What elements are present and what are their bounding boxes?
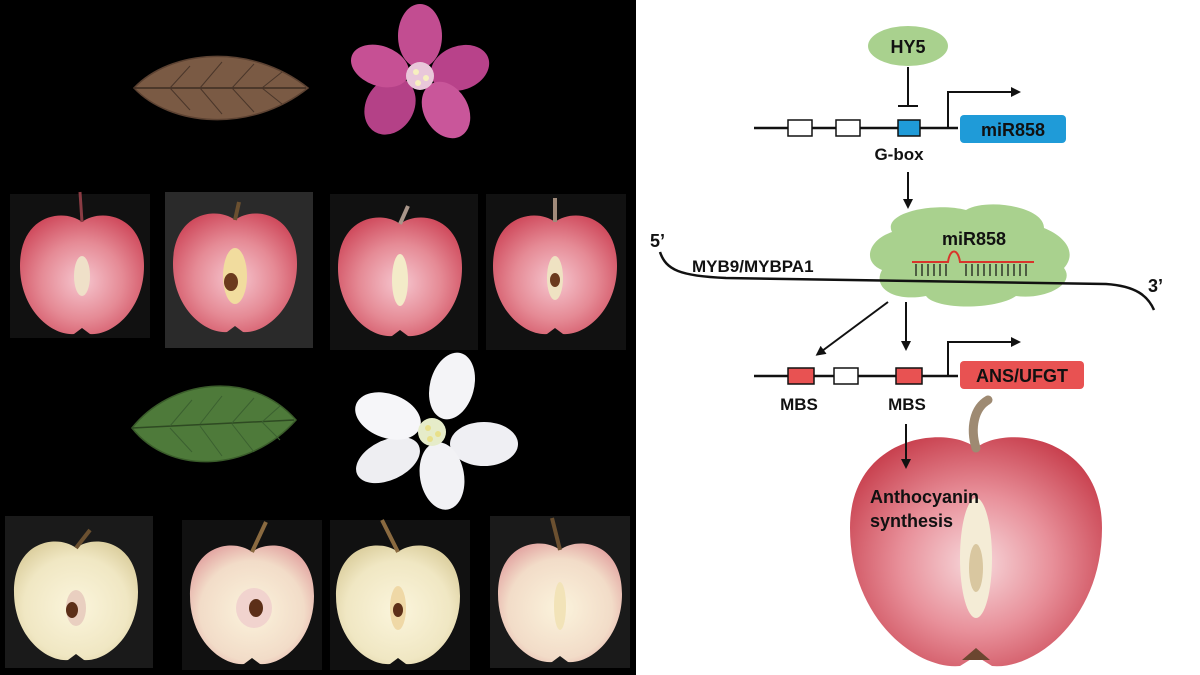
regulation-diagram: HY5 G-box miR858 miR858 5’ MYB9/MYBPA1 3… <box>650 26 1163 667</box>
promoter-box-2 <box>835 119 861 137</box>
mir858-gene-box <box>960 115 1066 143</box>
white-variety-flower <box>355 352 518 510</box>
five-prime-label: 5’ <box>650 231 665 251</box>
white-variety-leaf <box>131 385 298 463</box>
mbs-right-label: MBS <box>888 395 926 414</box>
base-pair-ticks <box>915 264 1027 276</box>
ans-ufgt-gene-box <box>960 361 1084 389</box>
target-transcription-arrow <box>947 337 1021 376</box>
mir858-transcription-arrow <box>947 87 1021 128</box>
red-variety-leaf <box>132 55 310 121</box>
complex-mir858-label: miR858 <box>942 229 1006 249</box>
ans-ufgt-label: ANS/UFGT <box>976 366 1068 386</box>
big-red-apple <box>850 395 1102 667</box>
arrow-to-mbs-left <box>815 301 889 356</box>
diagram-panel: HY5 G-box miR858 miR858 5’ MYB9/MYBPA1 3… <box>636 0 1200 675</box>
gbox-label: G-box <box>874 145 924 164</box>
white-apple-row <box>5 516 630 670</box>
promoter-box-1 <box>787 119 813 137</box>
hy5-label: HY5 <box>890 37 925 57</box>
hy5-ellipse <box>868 26 948 66</box>
anthocyanin-label-line2: synthesis <box>870 511 953 531</box>
mbs-site-left <box>787 367 815 385</box>
gbox-element <box>897 119 921 137</box>
mir858-strand <box>912 250 1034 263</box>
mbs-site-right <box>895 367 923 385</box>
three-prime-label: 3’ <box>1148 276 1163 296</box>
anthocyanin-label-line1: Anthocyanin <box>870 487 979 507</box>
promoter-box-3 <box>833 367 859 385</box>
photo-collage <box>5 4 630 670</box>
myb-target-label: MYB9/MYBPA1 <box>692 257 814 276</box>
hy5-inhibition-line <box>898 67 918 107</box>
red-apple-row <box>10 191 626 350</box>
photo-panel <box>0 0 636 675</box>
myb-mrna-line <box>658 251 1156 311</box>
red-variety-flower <box>350 4 490 139</box>
mbs-left-label: MBS <box>780 395 818 414</box>
mir858-gene-label: miR858 <box>981 120 1045 140</box>
mir858-complex-cloud <box>869 204 1070 307</box>
